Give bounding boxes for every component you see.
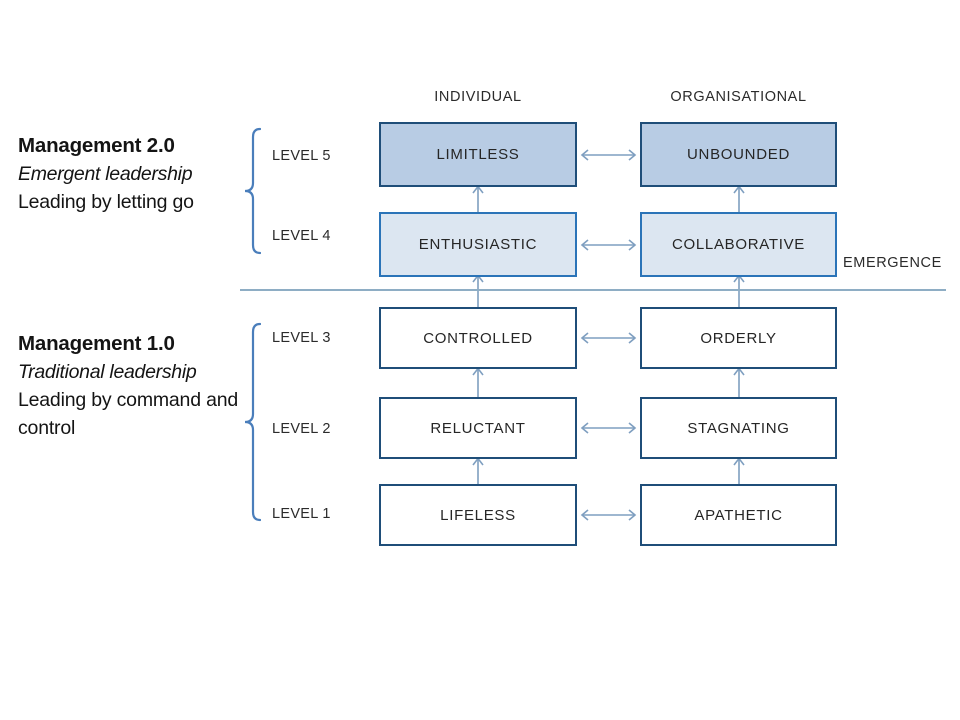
level-label-2: LEVEL 2: [272, 421, 331, 437]
connector-horizontal-level-1: [577, 506, 640, 524]
box-organisational-level-5[interactable]: UNBOUNDED: [640, 122, 837, 187]
connector-vertical-left-1-to-2: [469, 457, 487, 486]
box-organisational-level-3[interactable]: ORDERLY: [640, 307, 837, 369]
box-individual-level-3[interactable]: CONTROLLED: [379, 307, 577, 369]
level-label-4: LEVEL 4: [272, 228, 331, 244]
connector-horizontal-level-5: [577, 146, 640, 164]
box-organisational-level-1[interactable]: APATHETIC: [640, 484, 837, 546]
box-individual-level-4[interactable]: ENTHUSIASTIC: [379, 212, 577, 277]
connector-vertical-right-4-to-5: [730, 185, 748, 215]
level-label-3: LEVEL 3: [272, 330, 331, 346]
brace-management-1-0: [243, 322, 261, 522]
connector-vertical-left-2-to-3: [469, 367, 487, 399]
connector-vertical-right-1-to-2: [730, 457, 748, 486]
management-1-0-title: Management 1.0: [18, 332, 175, 355]
level-label-5: LEVEL 5: [272, 148, 331, 164]
connector-horizontal-level-4: [577, 236, 640, 254]
column-heading-organisational: ORGANISATIONAL: [670, 89, 807, 105]
connector-vertical-left-4-to-5: [469, 185, 487, 215]
emergence-label: EMERGENCE: [843, 255, 942, 271]
management-1-0-description: Leading by command and control: [18, 389, 239, 439]
management-2-0-description: Leading by letting go: [18, 191, 194, 213]
brace-management-2-0: [243, 127, 261, 255]
box-individual-level-2[interactable]: RELUCTANT: [379, 397, 577, 459]
emergence-divider-line: [240, 289, 946, 291]
management-1-0-subtitle: Traditional leadership: [18, 361, 197, 383]
management-2-0-title: Management 2.0: [18, 134, 175, 157]
connector-vertical-right-3-to-4: [730, 274, 748, 310]
management-block-2-0: Management 2.0 Emergent leadership Leadi…: [18, 132, 250, 216]
level-label-1: LEVEL 1: [272, 506, 331, 522]
management-block-1-0: Management 1.0 Traditional leadership Le…: [18, 330, 250, 442]
box-individual-level-5[interactable]: LIMITLESS: [379, 122, 577, 187]
box-individual-level-1[interactable]: LIFELESS: [379, 484, 577, 546]
box-organisational-level-4[interactable]: COLLABORATIVE: [640, 212, 837, 277]
connector-horizontal-level-2: [577, 419, 640, 437]
management-2-0-subtitle: Emergent leadership: [18, 163, 193, 185]
connector-vertical-right-2-to-3: [730, 367, 748, 399]
connector-horizontal-level-3: [577, 329, 640, 347]
column-heading-individual: INDIVIDUAL: [434, 89, 522, 105]
box-organisational-level-2[interactable]: STAGNATING: [640, 397, 837, 459]
connector-vertical-left-3-to-4: [469, 274, 487, 310]
